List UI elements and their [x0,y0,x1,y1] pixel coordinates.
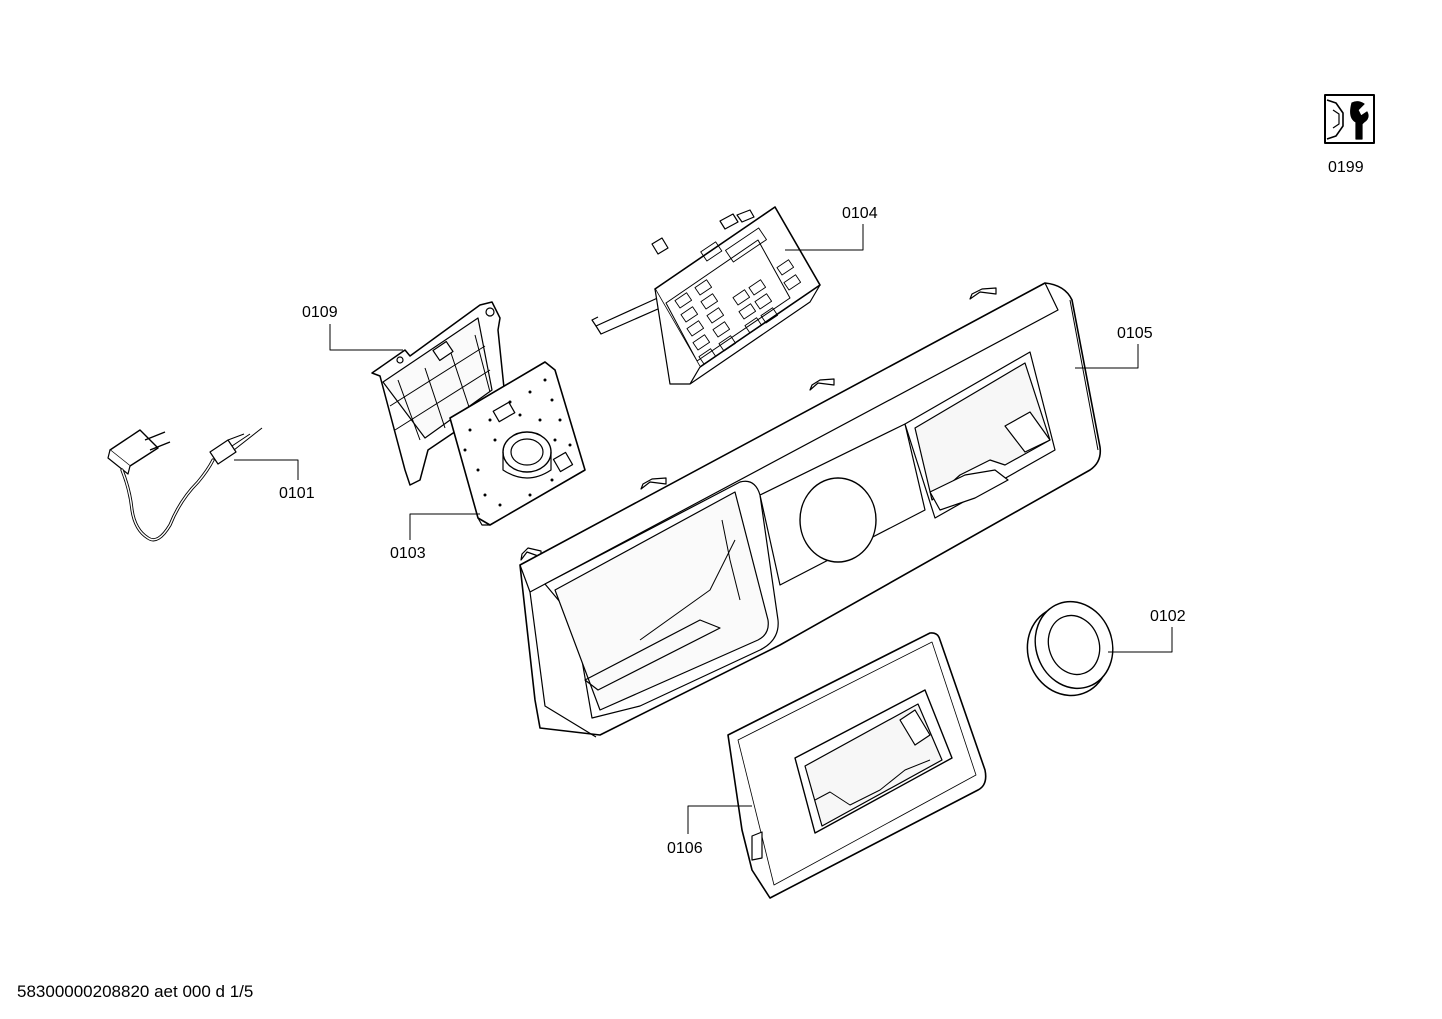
power-cord-part [107,427,263,542]
display-module-part [591,206,821,385]
callout-0103: 0103 [390,545,426,562]
callout-0101: 0101 [279,485,315,502]
leader-0103 [409,513,480,540]
document-id-footer: 58300000208820 aet 000 d 1/5 [17,982,254,1001]
leader-0104 [785,224,864,251]
callout-0199: 0199 [1328,159,1364,176]
callout-0106: 0106 [667,840,703,857]
service-wrench-icon [1324,94,1375,144]
leader-lines [234,224,1173,834]
leader-0106 [687,805,752,834]
callout-0105: 0105 [1117,325,1153,342]
control-board-part [449,361,586,526]
leader-0109 [329,324,403,351]
drawer-handle-part [727,632,987,899]
callout-0104: 0104 [842,205,878,222]
mounting-bracket-part [371,301,505,486]
leader-0102 [1108,627,1173,653]
knob-ring-part [1026,600,1114,697]
panel-housing-part [519,282,1102,738]
callout-0109: 0109 [302,304,338,321]
leader-0105 [1075,344,1139,369]
callout-0102: 0102 [1150,608,1186,625]
leader-0101 [234,459,299,480]
